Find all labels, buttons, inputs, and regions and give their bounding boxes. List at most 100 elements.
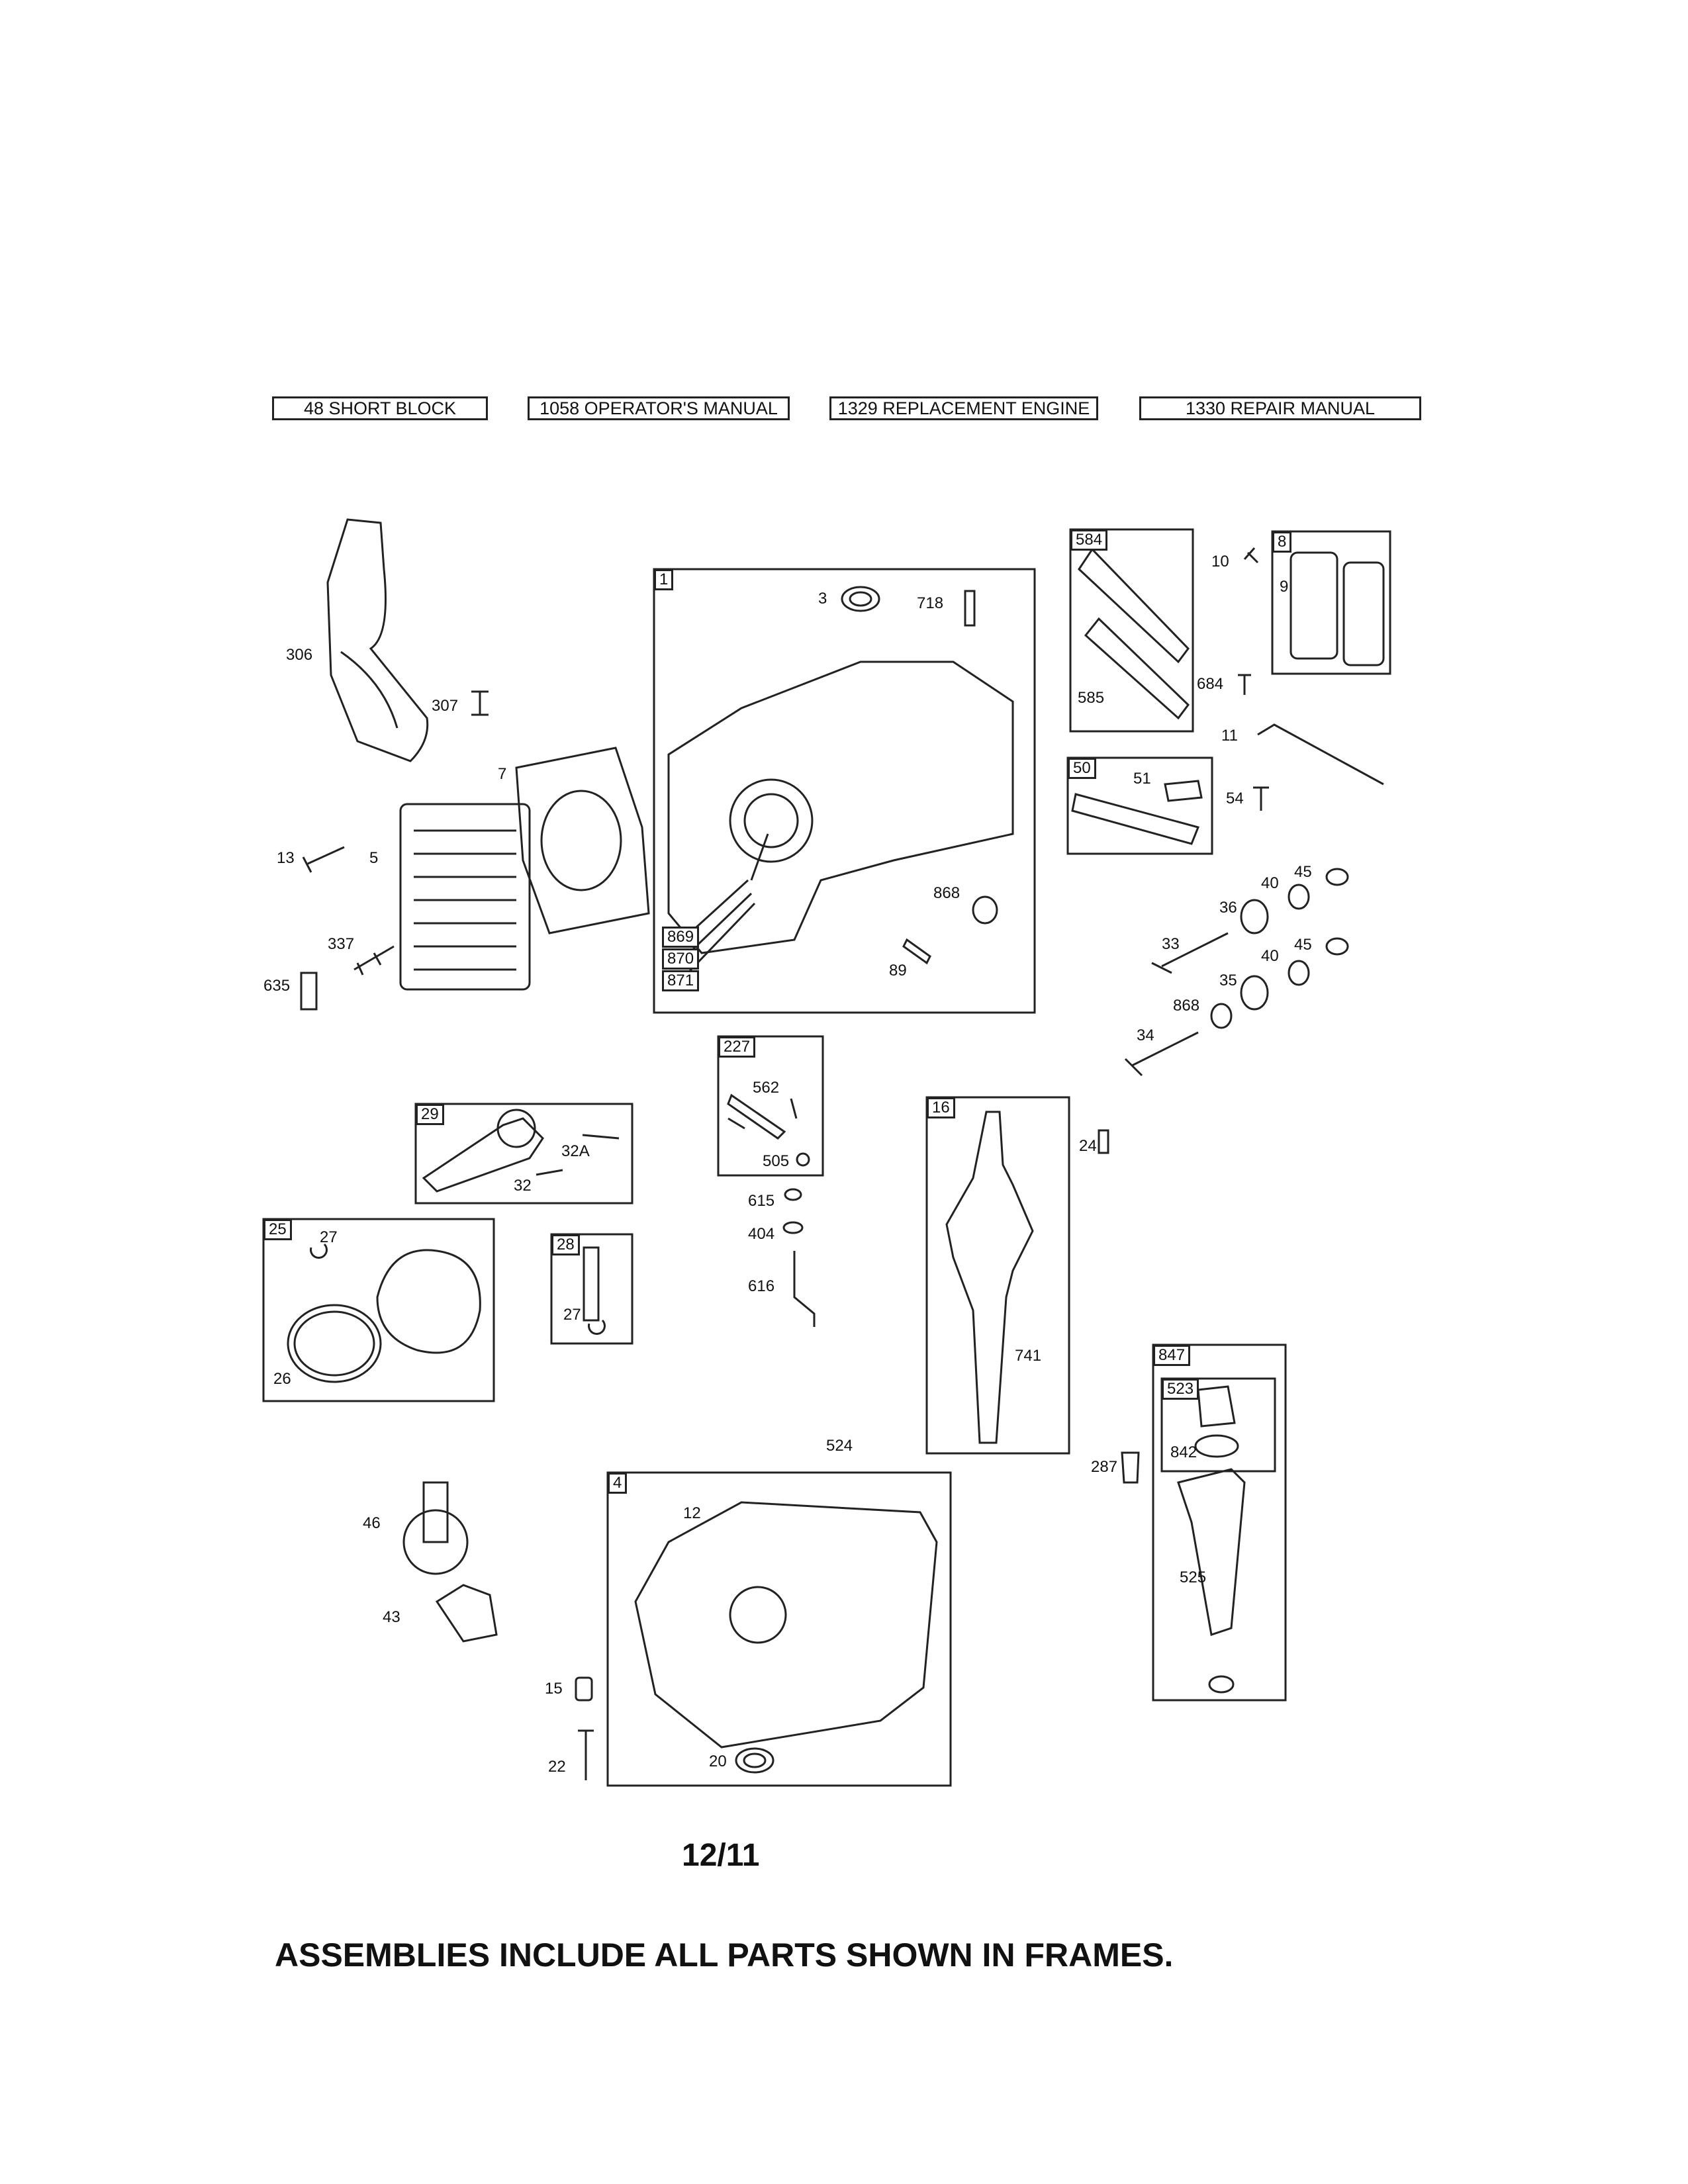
retainer-ring-27b-drawing [588, 1319, 606, 1335]
bolt-684-drawing [1238, 674, 1251, 695]
dowel-pin-718-drawing [964, 590, 976, 627]
part-label-615: 615 [748, 1192, 775, 1210]
part-label-524: 524 [826, 1437, 853, 1455]
frame-breather-tube [1066, 756, 1213, 855]
frame-piston [262, 1218, 495, 1402]
piston-drawing [376, 1249, 481, 1354]
part-label-306: 306 [286, 646, 313, 664]
part-label-307: 307 [432, 697, 459, 715]
piston-rings-drawing [287, 1304, 382, 1383]
part-label-585: 585 [1078, 689, 1105, 707]
bolt-562-drawing [790, 1098, 798, 1119]
breather-tube-drawing [1071, 793, 1200, 845]
crankshaft-drawing [945, 1111, 1034, 1444]
cylinder-block-drawing [667, 660, 1014, 954]
part-label-15: 15 [545, 1680, 563, 1698]
valve-spring-36-drawing [1240, 899, 1269, 934]
frames-note: ASSEMBLIES INCLUDE ALL PARTS SHOWN IN FR… [275, 1936, 1174, 1974]
part-label-43: 43 [383, 1608, 400, 1626]
part-label-13: 13 [277, 849, 295, 867]
frame-number-1: 1 [654, 569, 674, 590]
part-label-684: 684 [1197, 675, 1224, 693]
part-label-868b: 868 [1173, 997, 1200, 1015]
valve-retainer-40a-drawing [1288, 884, 1310, 910]
part-label-27a: 27 [320, 1228, 338, 1246]
part-label-45a: 45 [1294, 863, 1312, 881]
replacement-engine-button[interactable]: 1329 REPLACEMENT ENGINE [829, 396, 1098, 420]
frame-piston-pin [550, 1233, 633, 1345]
short-block-button[interactable]: 48 SHORT BLOCK [272, 396, 488, 420]
part-label-718: 718 [917, 594, 944, 612]
frame-number-25: 25 [263, 1219, 292, 1240]
part-label-54: 54 [1226, 790, 1244, 807]
dipstick-rod-11-drawing [1257, 723, 1384, 786]
breather-gasket-585-drawing [1084, 617, 1190, 720]
valve-seal-868-drawing [972, 895, 998, 925]
frame-rocker-cover [1271, 530, 1391, 675]
governor-assembly-drawing [435, 1584, 498, 1643]
repair-manual-button[interactable]: 1330 REPAIR MANUAL [1139, 396, 1421, 420]
dipstick-cap-drawing [1197, 1385, 1236, 1428]
frame-number-584: 584 [1070, 529, 1108, 551]
breather-plate-51-drawing [1164, 780, 1203, 802]
part-label-32: 32 [514, 1177, 532, 1195]
frame-dipstick [1160, 1377, 1276, 1473]
piston-pin-drawing [583, 1246, 600, 1322]
part-label-89: 89 [889, 962, 907, 979]
valve-seal-868b-drawing [1210, 1003, 1233, 1029]
governor-lever-drawing [727, 1093, 786, 1140]
part-label-868a: 868 [933, 884, 961, 902]
frame-number-871: 871 [662, 970, 700, 991]
frame-cylinder-assembly [653, 568, 1036, 1014]
breather-gasket-584-drawing [1078, 547, 1190, 664]
part-label-3: 3 [818, 590, 827, 608]
part-label-337: 337 [328, 935, 355, 953]
governor-shaft-616-drawing [793, 1251, 816, 1327]
valve-spring-35-drawing [1240, 975, 1269, 1011]
bolt-32-drawing [536, 1169, 563, 1176]
head-gasket-drawing [515, 747, 650, 934]
frame-number-4: 4 [608, 1473, 628, 1494]
part-label-40b: 40 [1261, 947, 1279, 965]
frame-crankshaft [925, 1096, 1070, 1455]
part-label-34: 34 [1137, 1026, 1154, 1044]
bolt-32a-drawing [582, 1134, 620, 1140]
frame-number-523: 523 [1162, 1379, 1199, 1400]
operators-manual-button[interactable]: 1058 OPERATOR'S MANUAL [528, 396, 790, 420]
part-label-505: 505 [763, 1152, 790, 1170]
frame-number-227: 227 [718, 1036, 756, 1058]
part-label-10: 10 [1211, 553, 1229, 570]
retainer-ring-27a-drawing [310, 1243, 328, 1259]
part-label-404: 404 [748, 1225, 775, 1243]
cylinder-head-drawing [399, 803, 531, 991]
nut-615-drawing [784, 1188, 802, 1201]
part-label-33: 33 [1162, 935, 1180, 953]
oil-seal-20-drawing [735, 1747, 774, 1774]
seal-842-drawing [1194, 1434, 1239, 1458]
screw-54-drawing [1253, 786, 1269, 811]
part-label-40a: 40 [1261, 874, 1279, 892]
part-label-287: 287 [1091, 1458, 1118, 1476]
part-label-36: 36 [1219, 899, 1237, 917]
frame-connecting-rod [414, 1103, 633, 1205]
valve-33-drawing [1151, 932, 1229, 974]
part-label-842: 842 [1170, 1443, 1197, 1461]
part-label-45b: 45 [1294, 936, 1312, 954]
page-date: 12/11 [682, 1838, 760, 1873]
frame-number-8: 8 [1272, 531, 1292, 553]
frame-number-870: 870 [662, 948, 700, 970]
frame-governor-lever [717, 1035, 824, 1177]
pin-89-drawing [902, 938, 931, 965]
part-label-26: 26 [273, 1370, 291, 1388]
fastener-10-drawing [1243, 547, 1259, 564]
nut-505-drawing [796, 1152, 810, 1167]
frame-dipstick-tube [1152, 1343, 1287, 1702]
bolt-13-drawing [302, 846, 345, 873]
washer-404-drawing [782, 1221, 804, 1234]
part-label-5: 5 [369, 849, 379, 867]
valve-34-drawing [1124, 1031, 1199, 1077]
camshaft-gear-drawing [402, 1509, 469, 1575]
part-label-741: 741 [1015, 1347, 1042, 1365]
part-label-46: 46 [363, 1514, 381, 1532]
frame-number-28: 28 [551, 1234, 580, 1255]
